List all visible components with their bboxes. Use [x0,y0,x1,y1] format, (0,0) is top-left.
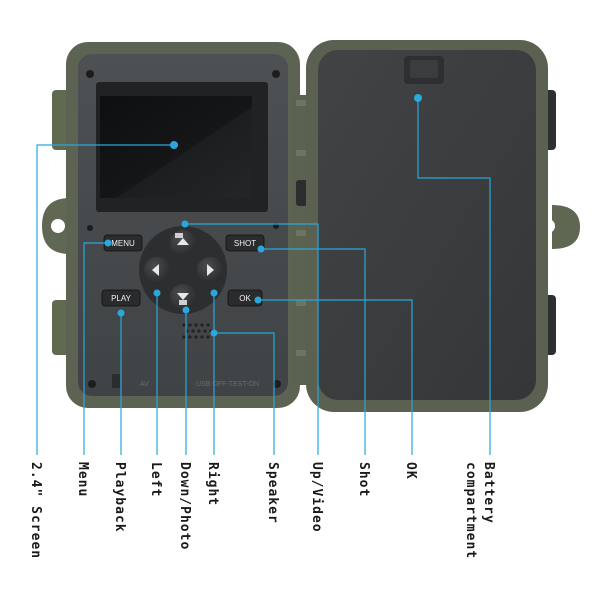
leader-screen [36,144,174,455]
leader-dot [210,289,218,297]
indicator-dot [87,225,93,231]
strap-hole-left [51,219,65,233]
leader-dot [182,306,190,314]
label-playback: Playback [112,462,127,533]
ok-button[interactable]: OK [227,289,263,307]
battery-cover-half [306,40,580,412]
leader-up-video [185,223,319,455]
leader-dot [181,220,189,228]
label-speaker: Speaker [265,462,280,524]
up-video-button[interactable] [170,230,196,256]
right-arrow-icon [207,264,214,276]
leader-dot [414,94,422,102]
label-ok: OK [403,462,418,480]
leader-dot [153,289,161,297]
camera-front-half: MENU PLAY SHOT OK [42,42,300,408]
screw [86,70,94,78]
right-button[interactable] [197,257,223,283]
leader-battery [417,98,491,455]
leader-speaker [214,332,275,455]
menu-button-label: MENU [111,239,135,248]
label-screen: 2.4" Screen [28,462,43,559]
leader-dot [104,239,112,247]
leader-lines [36,94,491,455]
screw [88,380,96,388]
label-shot: Shot [356,462,371,497]
down-photo-button[interactable] [170,284,196,310]
video-icon [175,233,183,238]
leader-dot [257,245,265,253]
label-menu: Menu [75,462,90,497]
label-down-photo: Down/Photo [177,462,192,550]
dpad [139,226,227,314]
av-port-label: AV [140,381,149,388]
label-left: Left [148,462,163,497]
dpad-ring [139,226,227,314]
ok-button-label: OK [239,294,251,303]
down-arrow-icon [177,293,189,300]
speaker-grille [182,323,213,339]
usb-switch-label: USB OFF-TEST-ON [196,381,259,388]
leader-menu [83,242,108,455]
leader-dot [117,309,125,317]
callout-labels: 2.4" Screen Menu Playback Left Down/Phot… [28,462,496,559]
shot-button-label: SHOT [234,239,256,248]
av-port [112,374,120,388]
up-arrow-icon [177,238,189,245]
label-battery-line1: Battery [481,462,496,524]
leader-dot [170,141,178,149]
label-battery-line2: compartment [463,462,478,559]
cover-latch-tab [410,60,438,78]
play-button-label: PLAY [111,294,132,303]
battery-compartment-cover[interactable] [318,50,536,400]
screw [273,380,281,388]
shot-button[interactable]: SHOT [225,234,265,252]
left-button[interactable] [144,257,170,283]
strap-loop-right [552,205,580,249]
camera-icon [179,300,187,305]
screw [272,70,280,78]
label-right: Right [205,462,220,506]
left-arrow-icon [152,264,159,276]
leader-shot [261,248,366,455]
leader-dot [254,296,262,304]
label-up-video: Up/Video [309,462,324,533]
leader-ok [258,299,413,455]
leader-dot [210,329,218,337]
play-button[interactable]: PLAY [101,289,141,307]
